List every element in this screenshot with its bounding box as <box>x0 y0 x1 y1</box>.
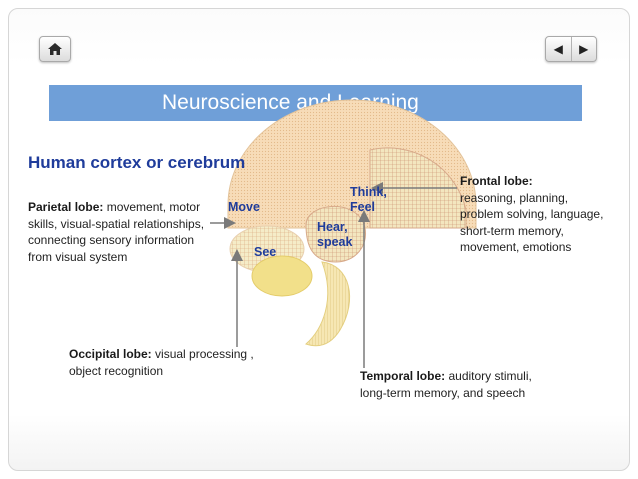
home-button[interactable] <box>39 36 71 62</box>
prev-slide-button[interactable]: ◀ <box>546 37 571 61</box>
next-slide-button[interactable]: ▶ <box>570 37 597 61</box>
occipital-note: Occipital lobe: visual processing , obje… <box>69 346 289 379</box>
move-label: Move <box>228 200 260 214</box>
cerebellum-shape <box>251 255 313 297</box>
parietal-desc: movement, motor skills, visual-spatial r… <box>28 200 205 264</box>
slide-nav: ◀ ▶ <box>545 36 597 62</box>
temporal-desc: auditory stimuli, long-term memory, and … <box>360 369 532 400</box>
temporal-note: Temporal lobe: auditory stimuli, long-te… <box>360 368 540 401</box>
right-arrow-icon: ▶ <box>579 42 589 56</box>
think-label: Think, Feel <box>350 185 387 214</box>
brainstem-shape <box>305 261 351 347</box>
temporal-name: Temporal lobe: <box>360 369 446 383</box>
parietal-name: Parietal lobe: <box>28 200 104 214</box>
parietal-note: Parietal lobe: movement, motor skills, v… <box>28 199 208 265</box>
frontal-name: Frontal lobe: <box>460 174 533 188</box>
frontal-desc: reasoning, planning, problem solving, la… <box>460 190 604 255</box>
cortex-heading: Human cortex or cerebrum <box>28 153 246 172</box>
occipital-desc: visual processing , object recognition <box>69 347 254 378</box>
see-label: See <box>254 245 277 259</box>
hear-label: Hear, speak <box>317 220 353 249</box>
frontal-note: Frontal lobe: reasoning, planning, probl… <box>460 173 610 256</box>
left-arrow-icon: ◀ <box>553 42 563 56</box>
home-icon <box>48 43 62 55</box>
occipital-name: Occipital lobe: <box>69 347 152 361</box>
